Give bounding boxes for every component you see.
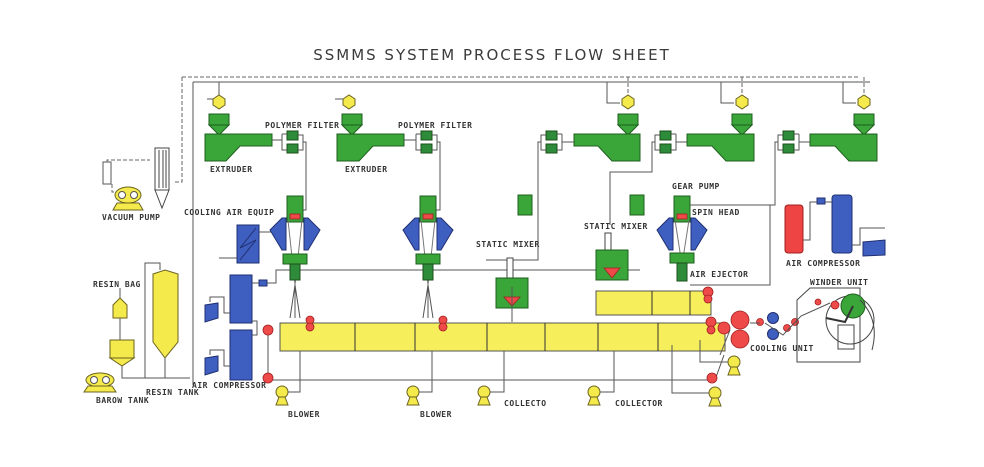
extruder-4 <box>609 77 755 225</box>
label-collector-2: COLLECTOR <box>615 399 663 408</box>
label-air-compressor-right: AIR COMPRESSOR <box>786 259 861 268</box>
blower-4 <box>671 345 722 407</box>
label-gear-pump: GEAR PUMP <box>672 182 720 191</box>
blower-3 <box>699 340 741 376</box>
label-static-mixer-1: STATIC MIXER <box>476 240 540 249</box>
label-extruder-2: EXTRUDER <box>345 165 388 174</box>
label-winder-unit: WINDER UNIT <box>810 278 869 287</box>
spin-beam-2 <box>402 195 454 319</box>
label-blower-2: BLOWER <box>420 410 452 419</box>
upper-conveyor <box>595 286 717 335</box>
label-polymer-filter-1: POLYMER FILTER <box>265 121 340 130</box>
spin-beam-1 <box>269 195 321 319</box>
extruder-5 <box>690 77 878 206</box>
resin-system <box>83 262 190 393</box>
blower-1 <box>275 351 301 406</box>
main-conveyor <box>262 315 726 384</box>
label-air-ejector: AIR EJECTOR <box>690 270 749 279</box>
feed-line <box>192 81 870 385</box>
collector-2 <box>587 351 615 406</box>
collector-1 <box>477 351 505 406</box>
polymer-filter-1 <box>272 130 307 211</box>
label-static-mixer-2: STATIC MIXER <box>584 222 648 231</box>
label-spin-head: SPIN HEAD <box>692 208 740 217</box>
vacuum-line <box>175 76 860 183</box>
spin-beam-3 <box>656 195 771 286</box>
air-compressor-right <box>784 194 886 257</box>
label-cooling-air-equip: COOLING AIR EQUIP <box>184 208 275 217</box>
label-cooling-unit: COOLING UNIT <box>750 344 814 353</box>
extruder-1 <box>204 82 273 162</box>
static-mixer-1 <box>495 194 533 322</box>
blower-2 <box>406 351 433 406</box>
extruder-2 <box>335 94 405 162</box>
vacuum-pump <box>102 147 170 211</box>
diagram-title: SSMMS SYSTEM PROCESS FLOW SHEET <box>313 46 671 64</box>
label-polymer-filter-2: POLYMER FILTER <box>398 121 473 130</box>
static-mixer-2 <box>595 194 645 281</box>
label-blower-1: BLOWER <box>288 410 320 419</box>
label-vacuum-pump: VACUUM PUMP <box>102 213 161 222</box>
polymer-filter-2 <box>404 130 441 211</box>
label-collector-1: COLLECTO <box>504 399 547 408</box>
label-extruder-1: EXTRUDER <box>210 165 253 174</box>
cooling-air-equip <box>204 224 640 381</box>
label-barow-tank: BAROW TANK <box>96 396 150 405</box>
label-resin-bag: RESIN BAG <box>93 280 141 289</box>
winder-unit <box>796 287 875 363</box>
extruder-3 <box>486 77 641 261</box>
label-air-compressor-left: AIR COMPRESSOR <box>192 381 267 390</box>
label-resin-tank: RESIN TANK <box>146 388 200 397</box>
